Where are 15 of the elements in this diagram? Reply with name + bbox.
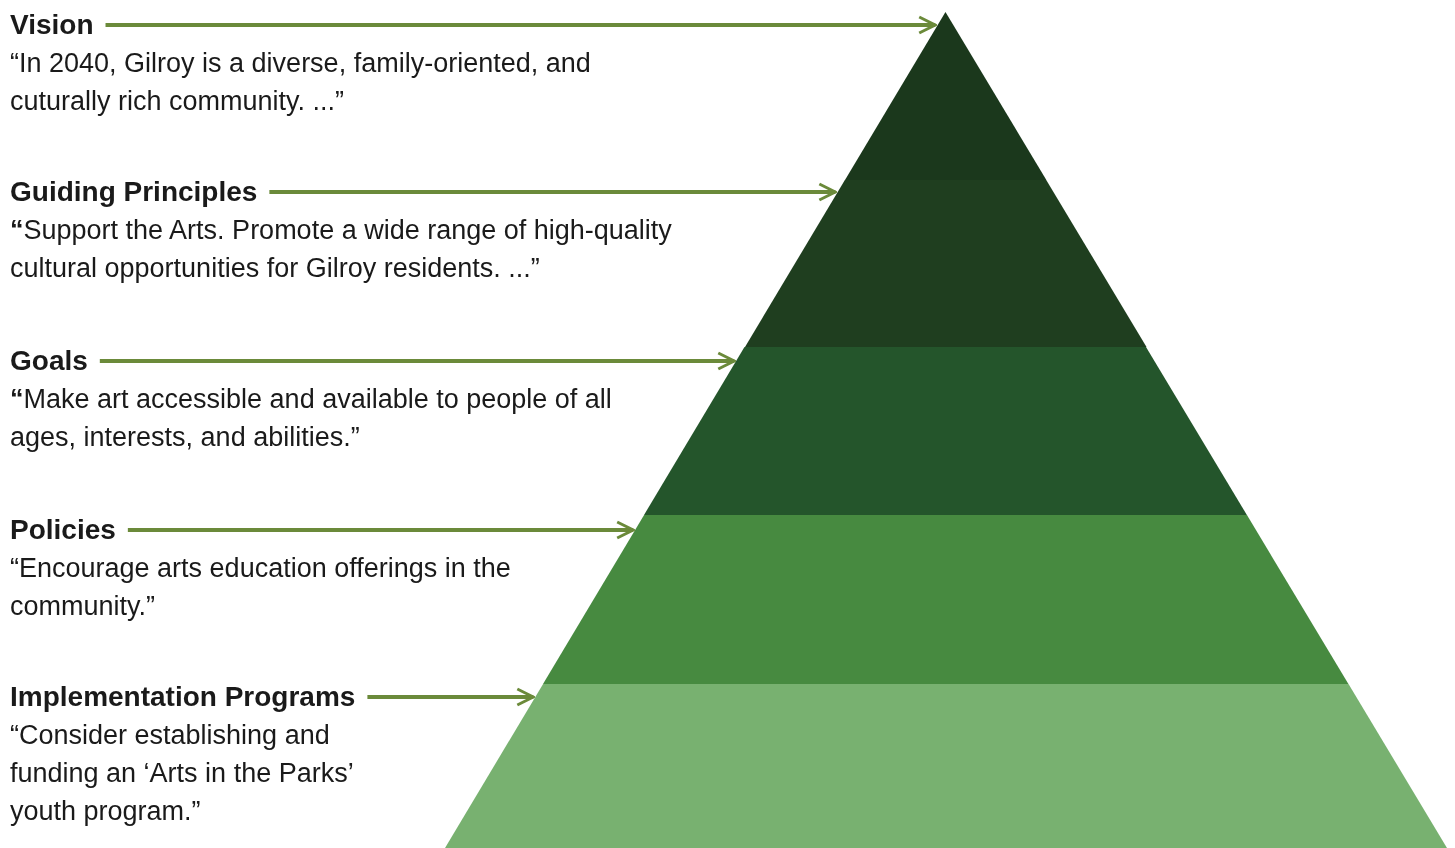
arrow xyxy=(105,15,937,35)
quote-text: “In 2040, Gilroy is a diverse, family-oriented, and cuturally rich community. ...” xyxy=(10,47,592,118)
quote-text: “Support the Arts. Promote a wide range of high-quality cultural opportunities for Gilroy residents. ...” xyxy=(10,214,673,285)
level-heading: Policies xyxy=(10,513,116,547)
quote-text: “Make art accessible and available to people of all ages, interests, and abilities.” xyxy=(10,383,613,454)
level-heading: Goals xyxy=(10,344,88,378)
level-heading: Implementation Programs xyxy=(10,680,356,714)
quote-text: “Consider establishing and funding an ‘Arts in the Parks’ youth program.” xyxy=(10,719,354,828)
arrow xyxy=(127,520,635,540)
level-heading: Vision xyxy=(10,8,94,42)
quote-text: “Encourage arts education offerings in the community.” xyxy=(10,552,512,623)
arrow xyxy=(367,687,535,707)
arrow xyxy=(99,351,736,371)
level-heading: Guiding Principles xyxy=(10,175,258,209)
arrow xyxy=(269,182,837,202)
